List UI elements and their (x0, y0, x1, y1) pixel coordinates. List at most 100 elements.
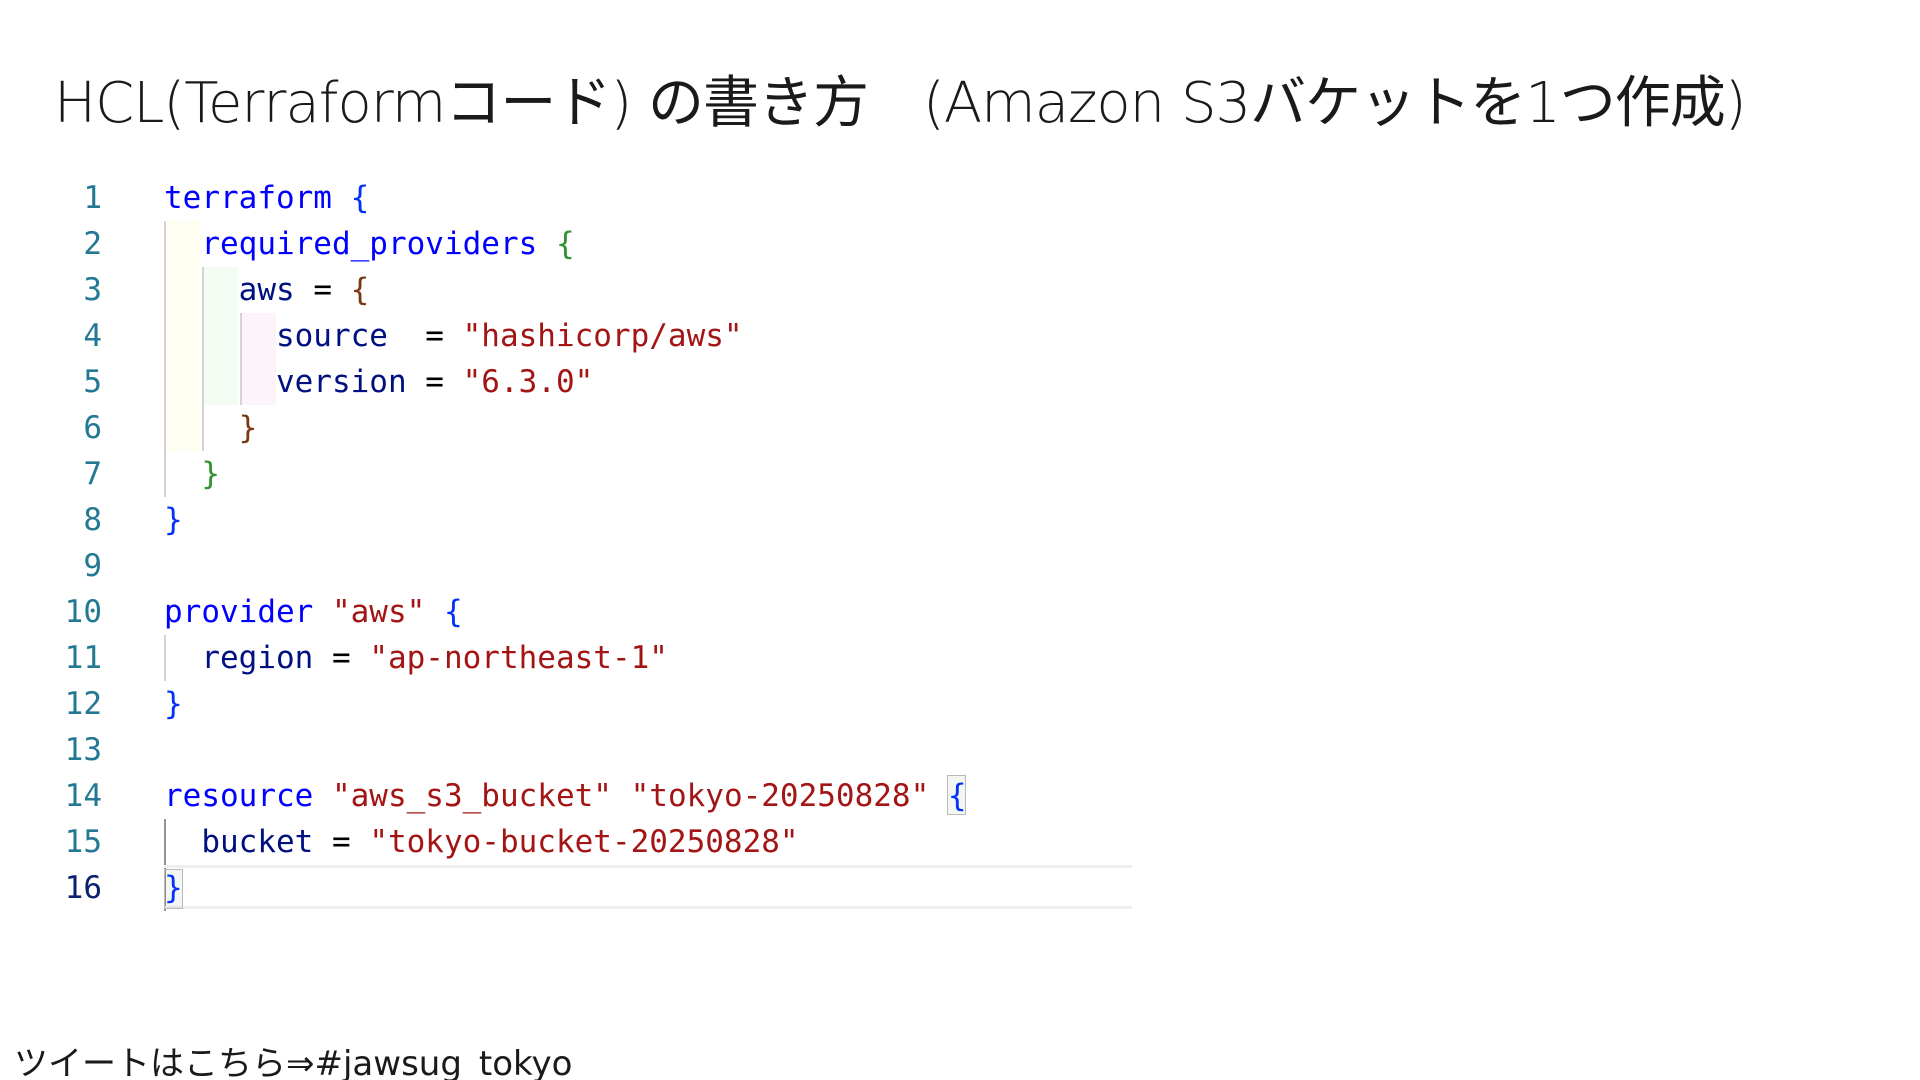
code-line: 11 region = "ap-northeast-1" (0, 635, 1920, 681)
code-token: "hashicorp/aws" (462, 318, 743, 354)
code-token: "6.3.0" (462, 364, 594, 400)
code-token (164, 318, 276, 354)
footer-hashtag: ツイートはこちら⇒#jawsug_tokyo (14, 1044, 573, 1080)
code-token (425, 594, 444, 630)
code-token (929, 778, 948, 814)
code-token (164, 824, 201, 860)
code-line: 3 aws = { (0, 267, 1920, 313)
line-number: 10 (64, 594, 102, 630)
code-token: } (164, 870, 183, 906)
line-number: 6 (83, 410, 102, 446)
code-token: } (201, 456, 220, 492)
line-number: 13 (64, 732, 102, 768)
line-text: region = "ap-northeast-1" (164, 635, 668, 681)
code-token: } (164, 502, 183, 538)
bracket-match-box (947, 775, 966, 815)
code-token (164, 226, 201, 262)
code-line: 7 } (0, 451, 1920, 497)
code-token (164, 364, 276, 400)
code-token (164, 410, 239, 446)
code-token: "tokyo-20250828" (630, 778, 930, 814)
code-token: provider (164, 594, 314, 630)
line-number: 4 (83, 318, 102, 354)
code-token (164, 456, 201, 492)
indent-band-level-2 (202, 267, 238, 405)
line-text: terraform { (164, 175, 369, 221)
code-line: 14 resource "aws_s3_bucket" "tokyo-202508… (0, 773, 1920, 819)
code-token: { (443, 594, 463, 630)
code-token: aws (238, 272, 295, 308)
line-text: } (164, 497, 183, 543)
code-token: { (350, 272, 370, 308)
line-text: } (164, 405, 258, 451)
code-line: 16} (0, 865, 1920, 911)
code-token: = (387, 318, 463, 354)
line-number: 2 (83, 226, 102, 262)
code-token: } (164, 686, 183, 722)
line-text: } (164, 451, 220, 497)
code-line: 5 version = "6.3.0" (0, 359, 1920, 405)
code-token: resource (164, 778, 314, 814)
code-token (164, 272, 239, 308)
line-text: source = "hashicorp/aws" (164, 313, 743, 359)
code-line: 15 bucket = "tokyo-bucket-20250828" (0, 819, 1920, 865)
line-text: } (164, 865, 183, 911)
code-line: 4 source = "hashicorp/aws" (0, 313, 1920, 359)
line-number: 14 (64, 778, 102, 814)
code-token: { (555, 226, 575, 262)
line-number: 9 (83, 548, 102, 584)
indent-guide (164, 221, 166, 497)
indent-guide (240, 313, 242, 405)
code-token (164, 640, 201, 676)
code-token: bucket (201, 824, 314, 860)
current-line-highlight (164, 865, 1132, 909)
line-number: 11 (64, 640, 102, 676)
code-token: = (406, 364, 463, 400)
code-token: "aws" (331, 594, 426, 630)
line-text: provider "aws" { (164, 589, 463, 635)
line-number: 15 (64, 824, 102, 860)
code-token: { (350, 180, 370, 216)
code-line: 10 provider "aws" { (0, 589, 1920, 635)
slide-title: HCL(Terraformコード) の書き方 (Amazon S3バケットを1つ… (54, 71, 1747, 136)
indent-band-level-3 (240, 313, 276, 405)
line-text: } (164, 681, 183, 727)
code-line: 13 (0, 727, 1920, 773)
code-token: region (201, 640, 314, 676)
line-text: bucket = "tokyo-bucket-20250828" (164, 819, 799, 865)
code-line: 9 (0, 543, 1920, 589)
code-token: = (313, 824, 370, 860)
code-line: 2 required_providers { (0, 221, 1920, 267)
code-token: = (313, 640, 370, 676)
line-number: 3 (83, 272, 102, 308)
bracket-match-box (164, 869, 183, 909)
code-token: = (294, 272, 351, 308)
line-number: 5 (83, 364, 102, 400)
indent-band-level-1 (164, 221, 200, 451)
indent-guide (164, 635, 166, 681)
code-token: version (275, 364, 407, 400)
line-number: 12 (64, 686, 102, 722)
code-token (612, 778, 631, 814)
code-token (313, 594, 332, 630)
code-token (537, 226, 556, 262)
line-text: resource "aws_s3_bucket" "tokyo-20250828… (164, 773, 967, 819)
code-token: "tokyo-bucket-20250828" (369, 824, 799, 860)
code-token (332, 180, 351, 216)
code-token: terraform (164, 180, 332, 216)
code-token: } (238, 410, 258, 446)
line-text: required_providers { (164, 221, 575, 267)
code-line: 12} (0, 681, 1920, 727)
line-number: 8 (83, 502, 102, 538)
code-token: required_providers (201, 226, 538, 262)
code-line: 8} (0, 497, 1920, 543)
code-token (313, 778, 332, 814)
line-number: 7 (83, 456, 102, 492)
line-text: version = "6.3.0" (164, 359, 593, 405)
code-token: "aws_s3_bucket" (331, 778, 612, 814)
code-line: 6 } (0, 405, 1920, 451)
